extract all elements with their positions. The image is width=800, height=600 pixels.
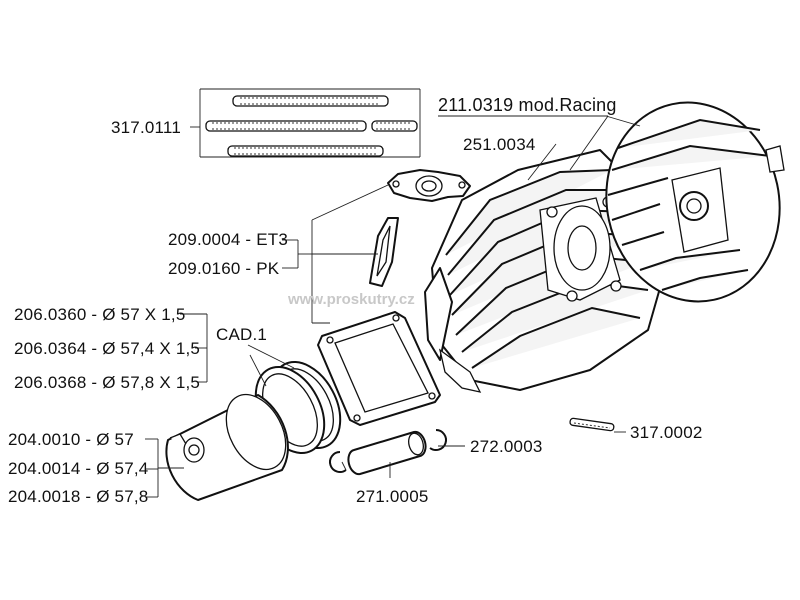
stud-long-1 xyxy=(232,95,389,107)
label-272-0003: 272.0003 xyxy=(470,437,543,456)
studs-group xyxy=(190,88,421,158)
label-206-0368: 206.0368 - Ø 57,8 X 1,5 xyxy=(14,373,200,392)
intake-gasket-pk xyxy=(369,217,399,287)
label-209-0160: 209.0160 - PK xyxy=(168,259,280,278)
label-251-0034: 251.0034 xyxy=(463,135,536,154)
base-gasket xyxy=(317,311,441,426)
stud-long-3 xyxy=(227,145,384,157)
label-cad-1: CAD.1 xyxy=(216,325,267,344)
intake-gasket-et3 xyxy=(387,169,471,202)
label-204-0010: 204.0010 - Ø 57 xyxy=(8,430,134,449)
circlip-left xyxy=(329,451,347,473)
label-317-0002: 317.0002 xyxy=(630,423,703,442)
piston-pin xyxy=(347,430,427,476)
label-206-0360: 206.0360 - Ø 57 X 1,5 xyxy=(14,305,186,324)
stud-short xyxy=(371,120,418,132)
circlip-right xyxy=(429,429,447,451)
label-271-0005: 271.0005 xyxy=(356,487,429,506)
label-204-0014: 204.0014 - Ø 57,4 xyxy=(8,459,148,478)
watermark-text: www.proskutry.cz xyxy=(287,291,415,308)
label-211-0319: 211.0319 mod.Racing xyxy=(438,95,617,115)
leader-lines xyxy=(145,115,641,498)
stud-long-2 xyxy=(205,120,367,132)
label-206-0364: 206.0364 - Ø 57,4 X 1,5 xyxy=(14,339,200,358)
cylinder-head xyxy=(605,101,785,303)
small-stud xyxy=(569,417,615,432)
label-204-0018: 204.0018 - Ø 57,8 xyxy=(8,487,148,506)
label-317-0111: 317.0111 xyxy=(111,118,181,137)
piston xyxy=(165,393,289,501)
label-209-0004: 209.0004 - ET3 xyxy=(168,230,288,249)
